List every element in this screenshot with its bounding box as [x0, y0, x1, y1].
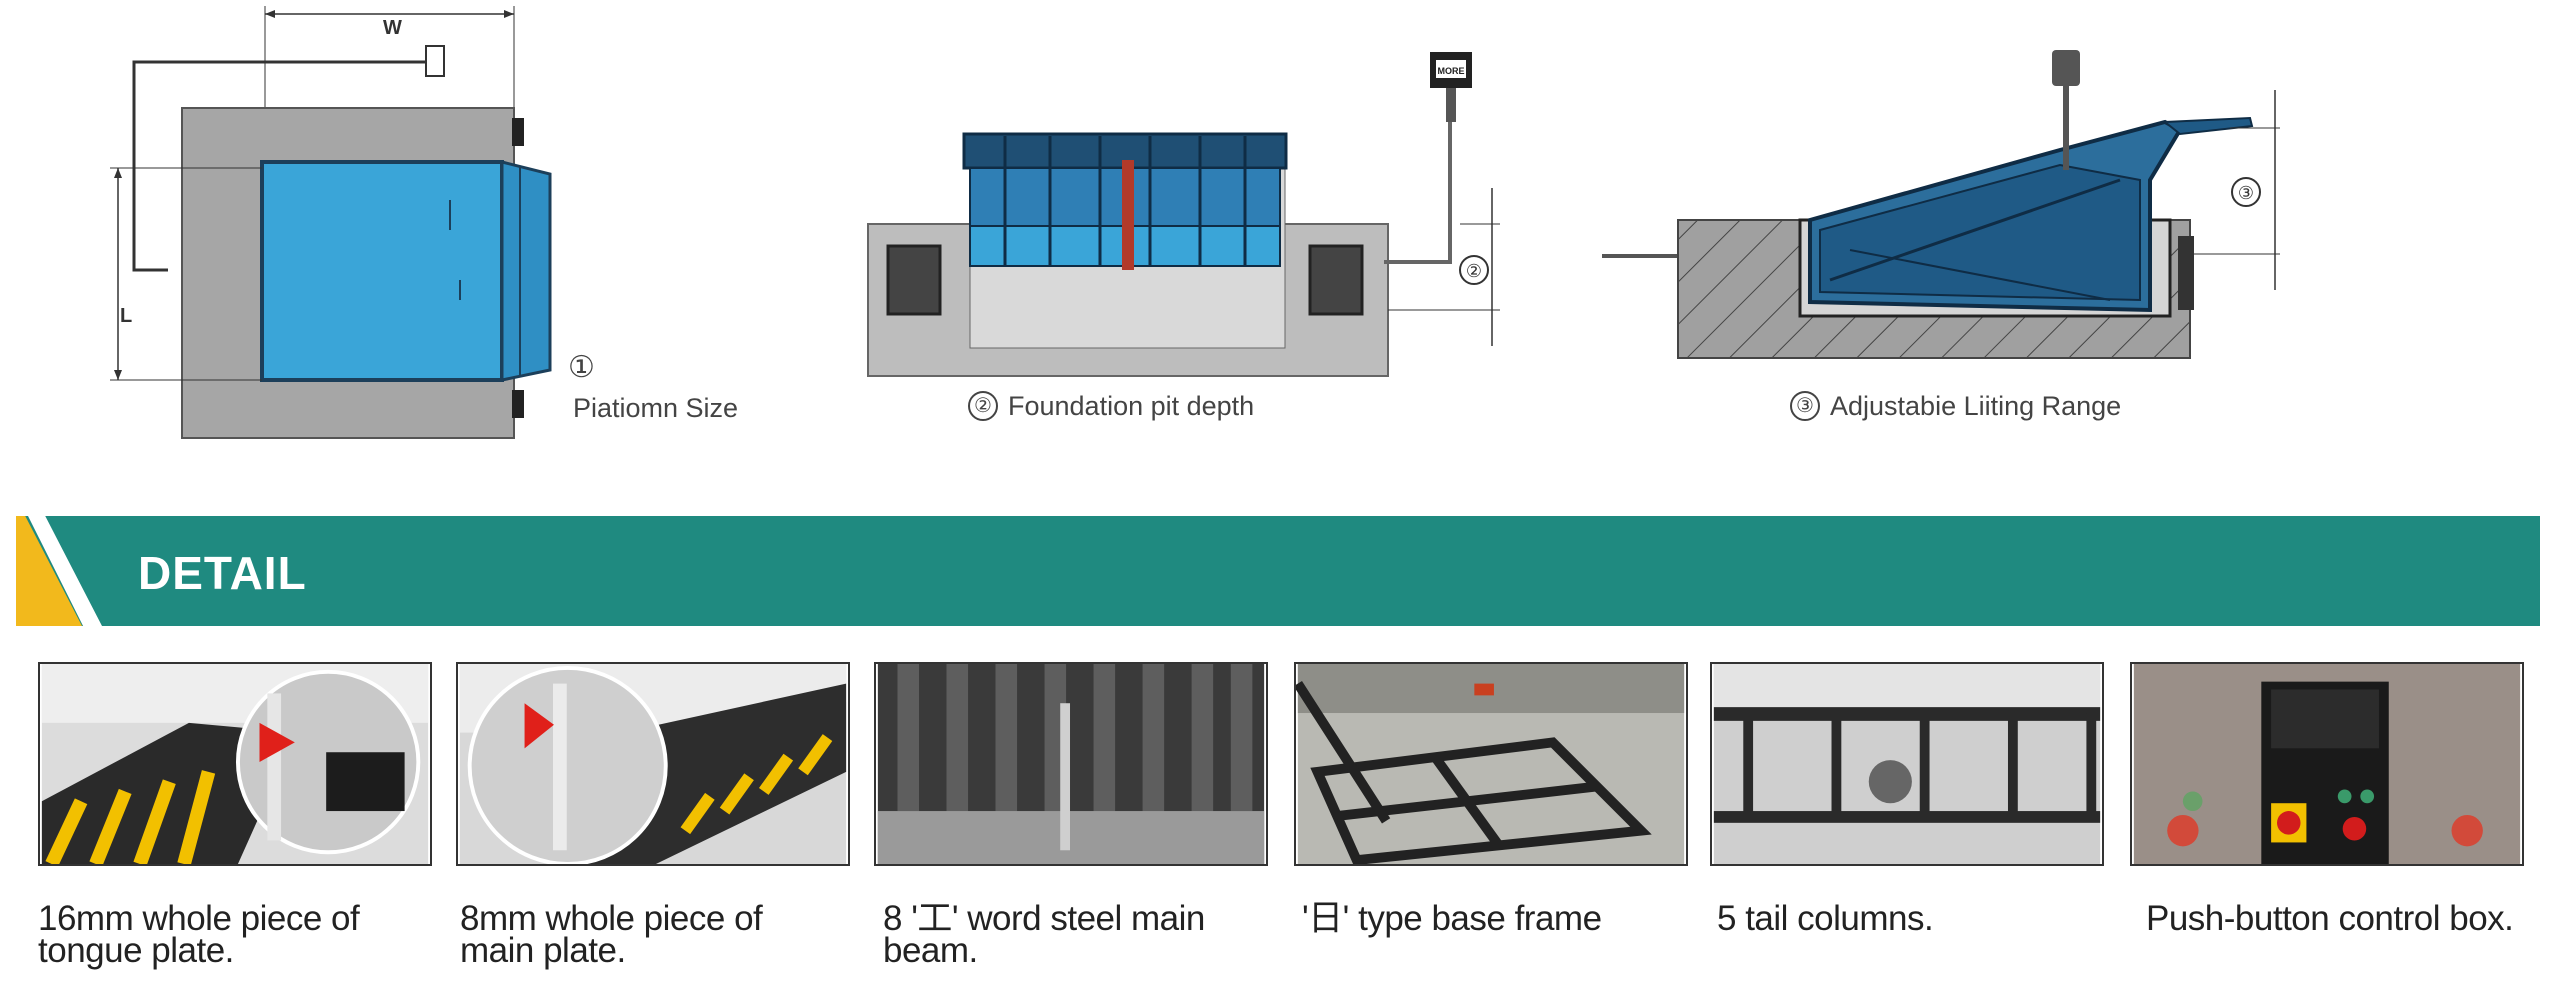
banner-title: DETAIL [138, 547, 307, 599]
control-box-label: Push-button control box. [2146, 899, 2514, 938]
platform-size-caption: Piatiomn Size [573, 393, 739, 423]
lifting-number: ③ [1790, 390, 1820, 421]
lifting-caption-text: Adjustabie Liiting Range [1830, 391, 2122, 421]
tail-columns-label: 5 tail columns. [1717, 899, 1934, 938]
tongue-plate-photo [38, 662, 432, 866]
dim-l-label: L [120, 305, 132, 327]
lifting-side-view-drawing: ③ [1602, 50, 2280, 359]
foundation-pit-diagram: MORE ② [860, 40, 1520, 440]
foundation-caption-text: Foundation pit depth [1008, 391, 1255, 421]
banner-teal-bar [16, 516, 2540, 626]
steel-beam-photo [874, 662, 1268, 866]
lifting-callout: ③ [2238, 183, 2254, 203]
tongue-plate-label: 16mm whole piece of tongue plate. [38, 899, 360, 970]
detail-banner: DETAIL [16, 516, 2540, 626]
controller-label: MORE [1438, 66, 1465, 76]
foundation-caption: ② Foundation pit depth [968, 390, 1255, 423]
dim-w-label: W [383, 17, 402, 39]
steel-beam-label: 8 '工' word steel main beam. [883, 899, 1205, 970]
tail-columns-photo [1710, 662, 2104, 866]
platform-top-view-drawing: W L [110, 6, 552, 439]
platform-size-number: ① [568, 351, 595, 384]
base-frame-photo [1294, 662, 1688, 866]
foundation-callout: ② [1466, 261, 1482, 281]
control-box-photo [2130, 662, 2524, 866]
main-plate-photo [456, 662, 850, 866]
foundation-side-view-drawing: MORE ② [867, 52, 1500, 377]
lifting-caption: ③ Adjustabie Liiting Range [1790, 390, 2122, 423]
main-plate-label: 8mm whole piece of main plate. [460, 899, 763, 970]
platform-size-diagram: W L [100, 0, 620, 450]
base-frame-label: '日' type base frame [1302, 899, 1602, 938]
foundation-number: ② [968, 390, 998, 421]
lifting-range-diagram: ③ [1590, 30, 2310, 450]
